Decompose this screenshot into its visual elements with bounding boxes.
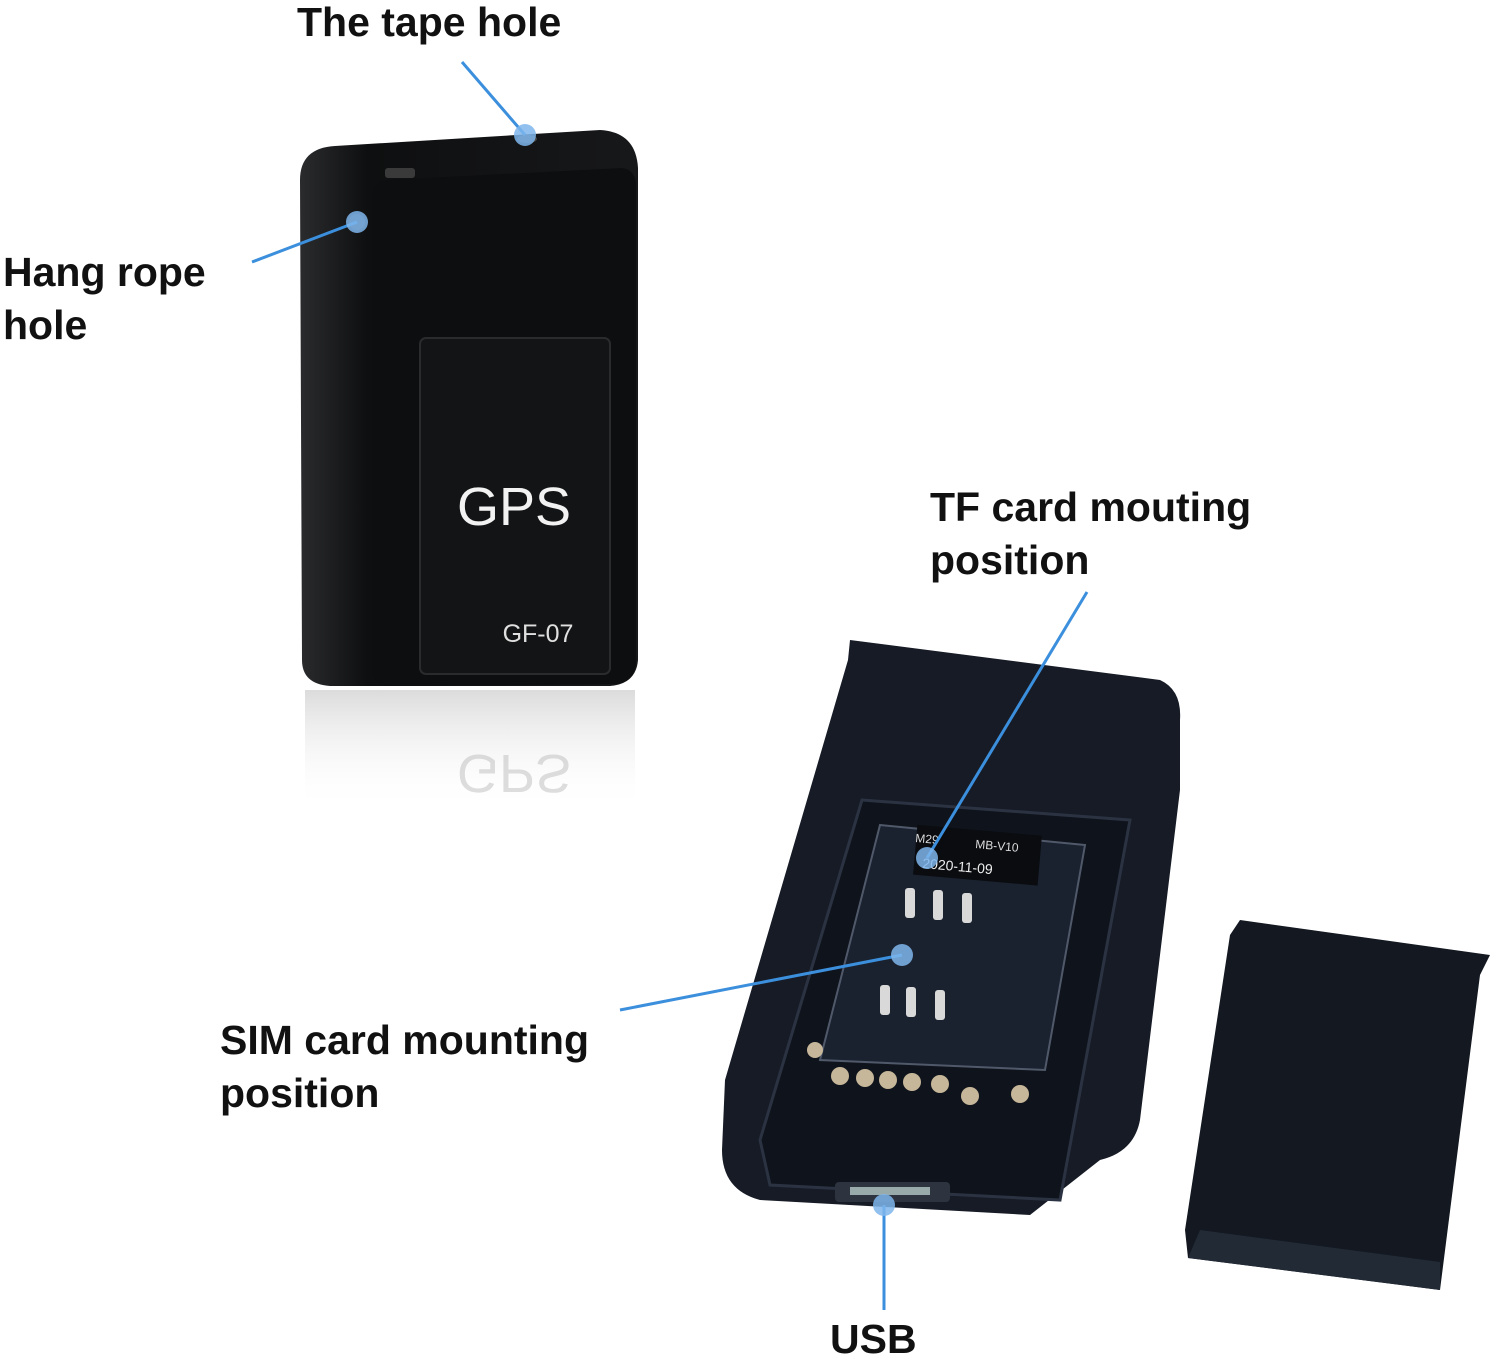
gps-logo: GPS xyxy=(457,477,571,537)
sim-contacts xyxy=(880,888,972,1020)
back-cover-panel xyxy=(419,337,611,675)
callout-dots xyxy=(346,124,938,1216)
solder-pads xyxy=(807,1042,1029,1105)
gps-tracker-open: M29 MB-V10 2020-11-09 xyxy=(722,640,1181,1215)
label-usb: USB xyxy=(830,1316,917,1362)
tf-card-slot xyxy=(913,824,1042,886)
back-cover xyxy=(1185,920,1490,1290)
pcb-label: MB-V10 xyxy=(975,837,1020,855)
label-tape-hole: The tape hole xyxy=(297,0,562,45)
reflection xyxy=(305,690,635,810)
pcb-label: M29 xyxy=(915,831,940,847)
gps-logo-reflection: GPS xyxy=(457,743,571,803)
callout-hang-rope xyxy=(251,220,358,264)
pcb-date: 2020-11-09 xyxy=(922,855,994,877)
label-hang-rope-line2: hole xyxy=(3,302,88,348)
callout-lines xyxy=(251,61,1089,1310)
label-tf-card-line2: position xyxy=(930,537,1090,583)
label-hang-rope-line1: Hang rope xyxy=(3,249,206,295)
model-label: GF-07 xyxy=(503,620,574,648)
gps-tracker-front: GPS GF-07 GPS xyxy=(300,130,638,810)
label-sim-card-line1: SIM card mounting xyxy=(220,1017,589,1063)
label-sim-card-line2: position xyxy=(220,1070,380,1116)
label-tf-card-line1: TF card mouting xyxy=(930,484,1252,530)
callout-tf-card xyxy=(925,591,1089,859)
callout-tape-hole xyxy=(460,61,527,136)
callout-sim-card xyxy=(619,953,903,1012)
